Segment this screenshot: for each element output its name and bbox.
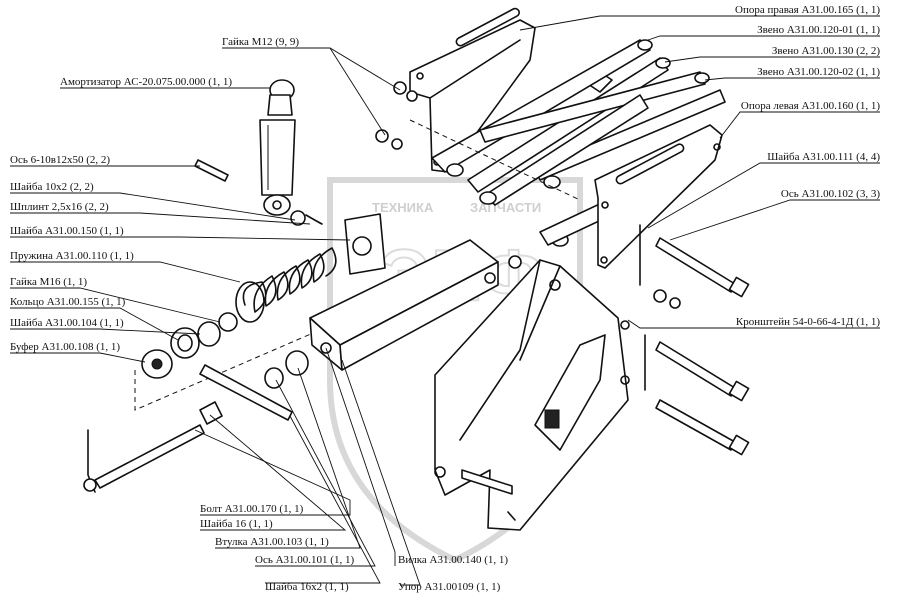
label-kolco: Кольцо А31.00.155 (1, 1) xyxy=(10,296,126,308)
axles-102 xyxy=(639,224,750,456)
label-shayba-10x2: Шайба 10х2 (2, 2) xyxy=(10,181,94,193)
label-os-102: Ось А31.00.102 (3, 3) xyxy=(781,188,880,200)
label-bolt-170: Болт А31.00.170 (1, 1) xyxy=(200,503,304,515)
label-gayka-m16: Гайка М16 (1, 1) xyxy=(10,276,87,288)
buffer-108 xyxy=(141,349,173,379)
label-shayba-16x2: Шайба 16х2 (1, 1) xyxy=(265,581,349,593)
label-amortizator: Амортизатор АС-20.075.00.000 (1, 1) xyxy=(60,76,232,88)
fork-bracket xyxy=(434,259,630,531)
label-bufer: Буфер А31.00.108 (1, 1) xyxy=(10,341,120,353)
label-kronshtein: Кронштейн 54-0-66-4-1Д (1, 1) xyxy=(736,316,880,328)
label-os-101: Ось А31.00.101 (1, 1) xyxy=(255,554,354,566)
label-shayba-104: Шайба А31.00.104 (1, 1) xyxy=(10,317,124,329)
ring-155 xyxy=(170,327,200,359)
arm-body xyxy=(309,239,499,371)
washer-104 xyxy=(197,321,221,347)
leader-lines xyxy=(10,15,880,586)
watermark-left-text: ТЕХНИКА xyxy=(372,200,434,215)
label-opora-pravaya: Опора правая А31.00.165 (1, 1) xyxy=(735,4,880,16)
right-support xyxy=(409,7,613,173)
plate-150 xyxy=(344,213,386,275)
watermark-right-text: ЗАПЧАСТИ xyxy=(470,200,541,215)
label-zveno-120-02: Звено А31.00.120-02 (1, 1) xyxy=(757,66,880,78)
label-zveno-130: Звено А31.00.130 (2, 2) xyxy=(772,45,881,57)
label-pruzhina: Пружина А31.00.110 (1, 1) xyxy=(10,250,134,262)
axle-101 xyxy=(199,364,293,421)
assembly-line-2 xyxy=(134,329,321,411)
label-upor: Упор А31.00109 (1, 1) xyxy=(398,581,501,593)
links xyxy=(431,39,726,247)
label-shayba-150: Шайба А31.00.150 (1, 1) xyxy=(10,225,124,237)
label-shayba-111: Шайба А31.00.111 (4, 4) xyxy=(767,151,880,163)
nuts-m12 xyxy=(375,81,681,309)
shock-absorber xyxy=(259,79,296,216)
label-shayba-16: Шайба 16 (1, 1) xyxy=(200,518,273,530)
nut-m16 xyxy=(218,312,238,332)
label-gayka-m12: Гайка М12 (9, 9) xyxy=(222,36,299,48)
label-zveno-120-01: Звено А31.00.120-01 (1, 1) xyxy=(757,24,880,36)
label-shplint: Шплинт 2,5х16 (2, 2) xyxy=(10,201,109,213)
assembly-line-1 xyxy=(409,119,581,201)
washer-16x2 xyxy=(264,367,284,389)
label-vtulka: Втулка А31.00.103 (1, 1) xyxy=(215,536,329,548)
label-vilka: Вилка А31.00.140 (1, 1) xyxy=(398,554,508,566)
label-opora-levaya: Опора левая А31.00.160 (1, 1) xyxy=(741,100,880,112)
washer-10x2 xyxy=(290,210,306,226)
cotter-pin xyxy=(305,214,323,225)
washer-16 xyxy=(199,401,223,425)
bushing-103 xyxy=(285,350,309,376)
left-support xyxy=(594,124,723,269)
spring xyxy=(235,247,337,323)
pin-6-10 xyxy=(194,159,229,182)
label-os-6-10: Ось 6-10в12х50 (2, 2) xyxy=(10,154,110,166)
bolt-170 xyxy=(83,424,205,493)
labels: Опора правая А31.00.165 (1, 1) Звено А31… xyxy=(10,4,880,593)
